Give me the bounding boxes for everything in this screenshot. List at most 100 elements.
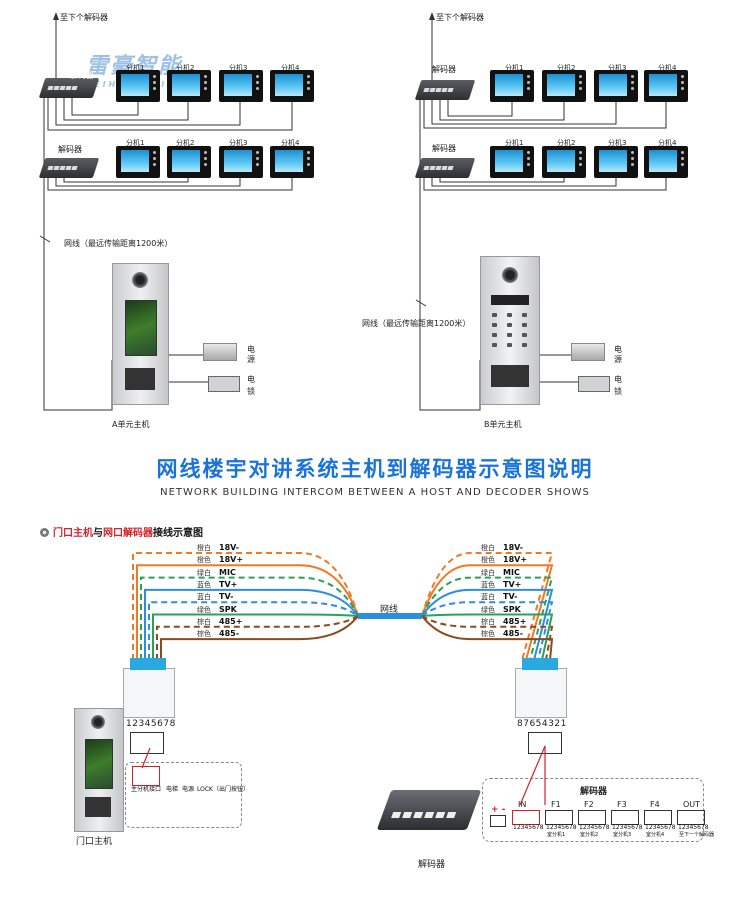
cable-note-right: 网线（最远传输距离1200米） (362, 319, 471, 328)
wire-color-name: 蓝白 (197, 593, 211, 602)
host-port-box (125, 762, 242, 828)
wire-color-name: 棕色 (197, 630, 211, 639)
indoor-monitor (542, 70, 586, 102)
host-port-label-main: 主分机接口 (131, 786, 162, 793)
wire-signal: MIC (219, 567, 236, 577)
extension-label: 分机2 (176, 64, 195, 72)
heading-host: 门口主机 (53, 528, 93, 539)
cable-note-left: 网线（最远传输距离1200米） (64, 239, 173, 248)
extension-label: 分机4 (281, 64, 300, 72)
decoder-port (677, 810, 705, 825)
decoder-port-sub: 至下一个解码器 (679, 832, 715, 838)
decoder-port (545, 810, 573, 825)
wire-right (421, 552, 554, 661)
wire-left (152, 613, 359, 660)
decoder-label-right-1: 解码器 (432, 65, 456, 74)
wire-color-name: 棕白 (197, 617, 211, 626)
decoder-port (512, 810, 540, 825)
indoor-monitor (270, 146, 314, 178)
wire-signal: 18V- (219, 543, 240, 552)
decoder-port-sub: 室分机1 (547, 832, 566, 838)
decoder-port-label: IN (518, 800, 527, 809)
rj45-socket-left (130, 732, 164, 754)
wire-signal: 18V+ (219, 555, 244, 565)
decoder-label-right-2: 解码器 (432, 144, 456, 153)
wire-color-name: 绿白 (197, 568, 211, 577)
wire-signal: 18V- (503, 543, 524, 552)
wire-right (421, 615, 554, 661)
wire-signal: SPK (219, 604, 237, 614)
plug-boot-right (522, 658, 558, 670)
door-station-b (480, 256, 540, 405)
heading-suffix: 接线示意图 (153, 528, 203, 539)
wire-right (421, 576, 554, 661)
host-port-label-power: 电源 (182, 786, 195, 793)
decoder-port-sub: 室分机3 (613, 832, 632, 838)
electric-lock-b (578, 376, 610, 392)
decoder-port-label: F1 (551, 800, 561, 809)
next-decoder-label-left: 至下个解码器 (60, 13, 108, 22)
wire-color-name: 棕色 (481, 630, 495, 639)
wire-color-name: 绿白 (481, 568, 495, 577)
door-station-host (74, 708, 124, 832)
extension-label: 分机1 (126, 64, 145, 72)
unit-b-label: B单元主机 (484, 420, 522, 429)
wire-signal: 485- (503, 629, 524, 639)
decoder-port (578, 810, 606, 825)
cable-label: 网线 (380, 605, 399, 615)
unit-a-label: A单元主机 (112, 420, 150, 429)
extension-label: 分机2 (557, 139, 576, 147)
heading-decoder: 网口解码器 (103, 528, 153, 539)
lock-text-b1: 电 (614, 375, 622, 384)
indoor-monitor (644, 146, 688, 178)
lock-text-a2: 锁 (247, 387, 255, 396)
extension-label: 分机1 (505, 139, 524, 147)
indoor-monitor (542, 146, 586, 178)
wire-color-name: 橙色 (481, 556, 495, 565)
wire-color-name: 绿色 (197, 605, 211, 614)
wire-left (140, 576, 359, 660)
power-text-a1: 电 (247, 345, 255, 354)
wire-signal: 18V+ (503, 555, 528, 565)
decoder-port-pins: 12345678 (678, 824, 709, 831)
wire-color-name: 棕白 (481, 617, 495, 626)
extension-label: 分机3 (608, 139, 627, 147)
power-text-a2: 源 (247, 355, 255, 364)
wire-signal: TV- (503, 592, 518, 602)
cable-center (358, 613, 422, 619)
indoor-monitor (644, 70, 688, 102)
extension-label: 分机3 (229, 139, 248, 147)
wire-right (421, 564, 554, 661)
wire-signal: 485+ (503, 616, 527, 626)
wire-signal: MIC (503, 567, 520, 577)
indoor-monitor (490, 70, 534, 102)
indoor-monitor (167, 70, 211, 102)
decoder-port-label: F4 (650, 800, 660, 809)
wire-right (421, 613, 554, 661)
wire-color-name: 蓝色 (481, 580, 495, 589)
wire-left (132, 552, 359, 660)
wire-right (421, 588, 554, 661)
left-pin-numbers: 12345678 (126, 719, 176, 729)
indoor-monitor (116, 70, 160, 102)
right-pin-numbers: 87654321 (517, 719, 567, 729)
indoor-monitor (490, 146, 534, 178)
rj45-plug-left (123, 668, 175, 718)
host-port-main (132, 766, 160, 786)
wiring-heading: 门口主机与网口解码器接线示意图 (40, 524, 203, 539)
indoor-monitor (219, 70, 263, 102)
decoder-device-label: 解码器 (418, 860, 446, 870)
wire-signal: SPK (503, 604, 521, 614)
host-label: 门口主机 (76, 837, 113, 847)
extension-label: 分机3 (229, 64, 248, 72)
wire-color-name: 橙色 (197, 556, 211, 565)
wire-left (144, 588, 359, 660)
electric-lock-a (208, 376, 240, 392)
wire-left (148, 601, 359, 660)
wire-color-name: 蓝白 (481, 593, 495, 602)
wire-color-name: 橙白 (197, 544, 211, 552)
decoder-port-label: OUT (683, 800, 701, 809)
host-port-label-elevator: 电梯 (166, 786, 179, 793)
